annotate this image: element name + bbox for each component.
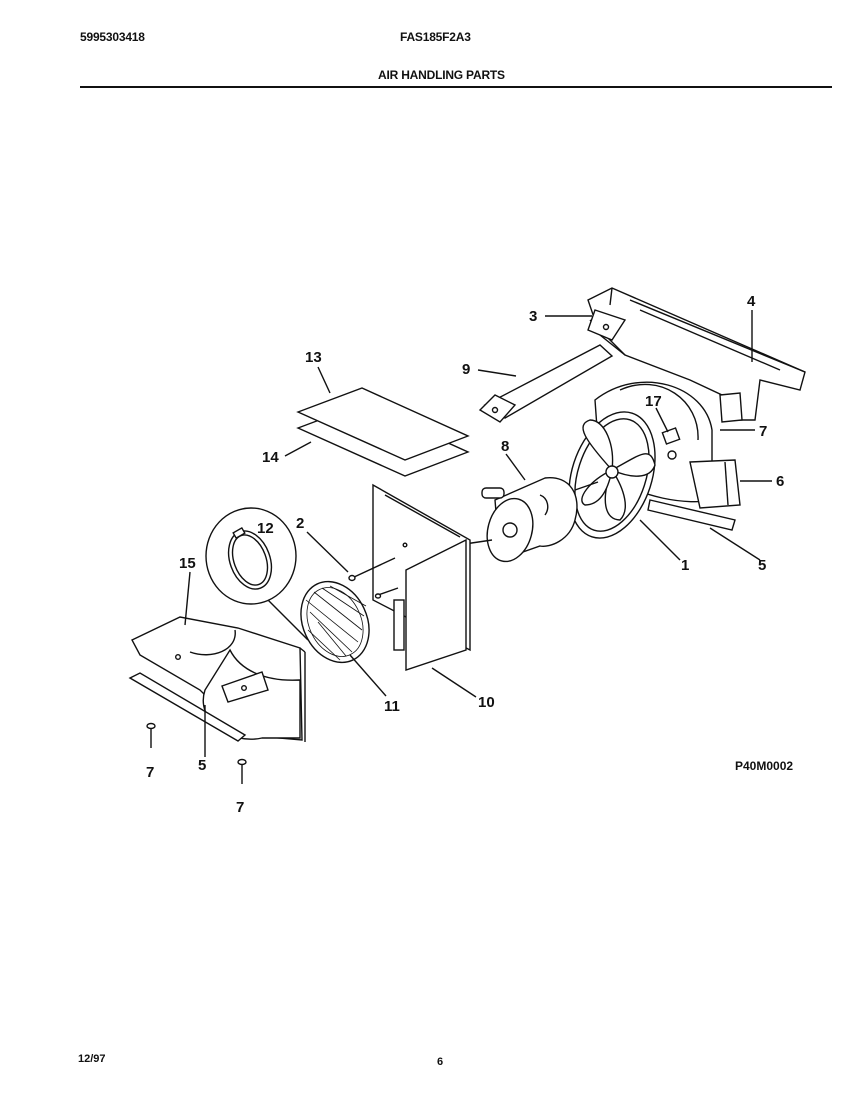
callout-3: 3 xyxy=(529,308,537,325)
part-strip-left xyxy=(128,672,247,742)
part-clip xyxy=(661,427,681,460)
part-fan-blade xyxy=(568,411,656,539)
callout-14: 14 xyxy=(262,449,279,466)
part-screws-left xyxy=(146,722,247,784)
leader-lines xyxy=(184,310,772,757)
callout-17: 17 xyxy=(645,393,662,410)
callout-2: 2 xyxy=(296,515,304,532)
part-mounting-plate xyxy=(372,483,471,671)
part-bracket-right xyxy=(689,392,743,509)
callout-labels: 1 2 3 4 5 5 6 7 7 7 8 9 10 11 12 13 14 1… xyxy=(146,293,784,816)
section-title: AIR HANDLING PARTS xyxy=(378,68,505,82)
header-rule xyxy=(80,86,832,88)
callout-6: 6 xyxy=(776,473,784,490)
callout-4: 4 xyxy=(747,293,756,310)
callout-10: 10 xyxy=(478,694,495,711)
footer-page-number: 6 xyxy=(437,1056,444,1068)
callout-11: 11 xyxy=(384,698,400,715)
callout-7-left: 7 xyxy=(146,764,154,781)
part-motor xyxy=(457,477,599,563)
callout-7-right: 7 xyxy=(759,423,767,440)
footer-date: 12/97 xyxy=(78,1053,106,1065)
part-housing-bracket xyxy=(587,287,806,421)
diagram-reference-code: P40M0002 xyxy=(735,759,793,773)
part-strip-right xyxy=(647,499,736,531)
part-blower-wheel xyxy=(300,580,370,664)
callout-15: 15 xyxy=(179,555,196,572)
callout-7-bottom: 7 xyxy=(236,799,244,816)
callout-5-left: 5 xyxy=(198,757,206,774)
callout-1: 1 xyxy=(681,557,689,574)
callout-8: 8 xyxy=(501,438,509,455)
document-number: 5995303418 xyxy=(80,30,145,44)
callout-13: 13 xyxy=(305,349,322,366)
model-number: FAS185F2A3 xyxy=(400,30,471,44)
part-filter-sheets xyxy=(296,387,470,477)
callout-9: 9 xyxy=(462,361,470,378)
callout-12: 12 xyxy=(257,520,274,537)
callout-5-right: 5 xyxy=(758,557,766,574)
part-screw xyxy=(348,557,399,599)
part-strap xyxy=(478,344,614,423)
part-scroll-housing xyxy=(131,616,306,742)
part-clamp-detail xyxy=(205,507,309,641)
